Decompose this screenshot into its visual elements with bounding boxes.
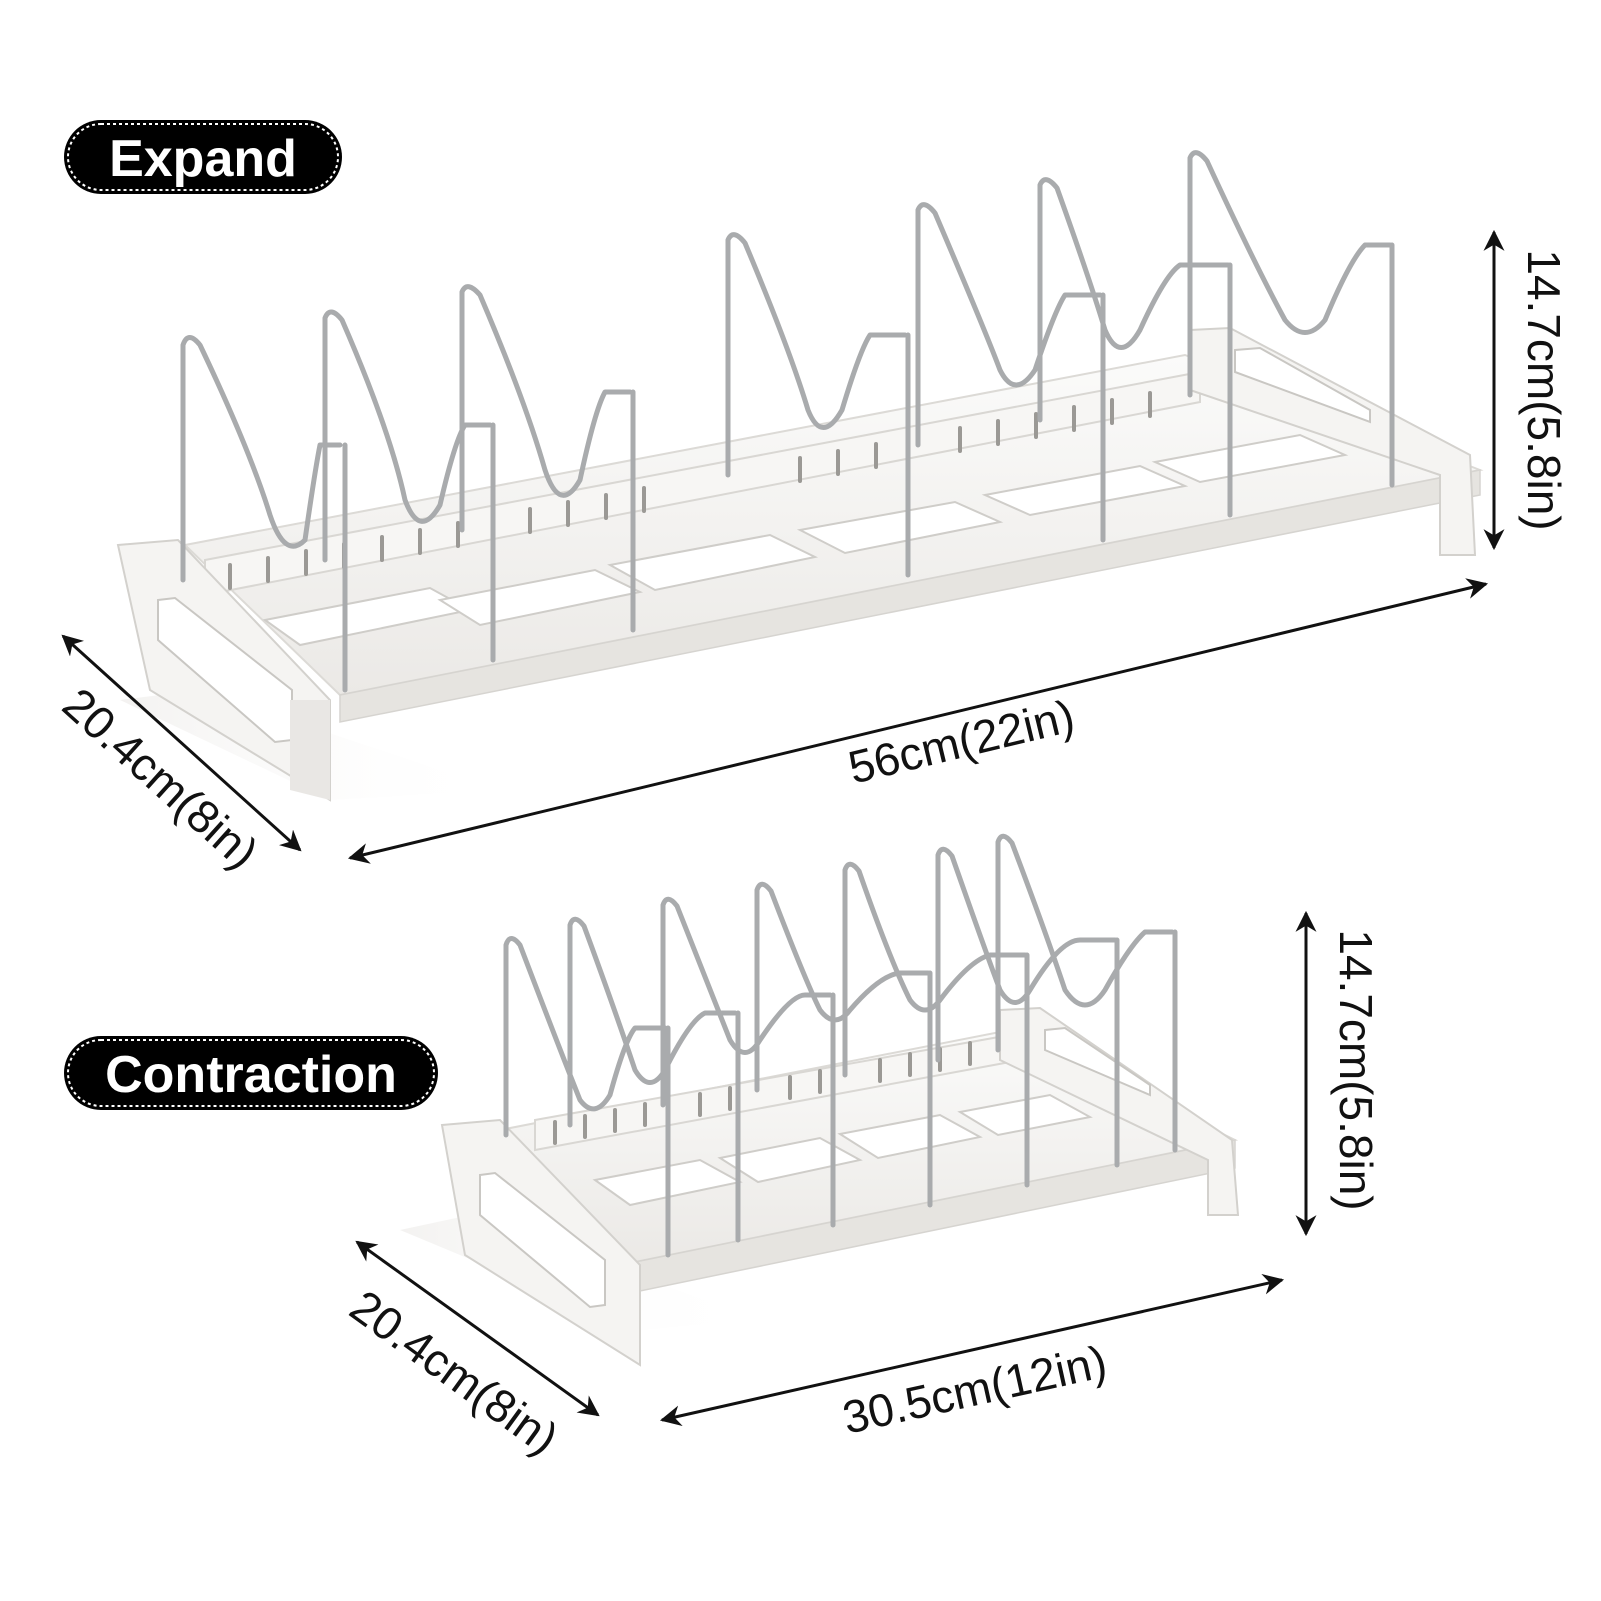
expanded-rack: [116, 150, 1484, 802]
expanded-rack-right-handle-grip: [1234, 346, 1371, 424]
contraction-label-text: Contraction: [105, 1046, 397, 1104]
expand-label-text: Expand: [109, 130, 297, 188]
expand-label: Expand: [64, 120, 342, 194]
expanded-rack-left-handle-edge: [290, 700, 330, 800]
contracted-width-label: 30.5cm(12in): [838, 1335, 1111, 1444]
expanded-height-dimension: 14.7cm(5.8in): [1483, 229, 1570, 551]
contracted-height-label: 14.7cm(5.8in): [1330, 929, 1382, 1210]
expanded-width-label: 56cm(22in): [843, 689, 1079, 793]
contracted-rack: [400, 833, 1240, 1367]
contracted-rack-slots: [553, 1041, 972, 1145]
contraction-label-pill: [64, 1036, 438, 1110]
contraction-label-border: [67, 1039, 435, 1107]
expanded-depth-arrow: [61, 634, 302, 852]
contracted-width-dimension: 30.5cm(12in): [659, 1273, 1285, 1444]
expand-label-border: [67, 123, 339, 191]
contracted-rack-wires-front: [665, 929, 1178, 1258]
expanded-rack-slots: [228, 391, 1152, 590]
contraction-label: Contraction: [64, 1036, 438, 1110]
contracted-rack-wires-back: [503, 833, 1175, 1138]
contracted-depth-label: 20.4cm(8in): [341, 1280, 568, 1465]
expanded-height-label: 14.7cm(5.8in): [1518, 249, 1570, 530]
contracted-height-dimension: 14.7cm(5.8in): [1295, 910, 1382, 1237]
expand-label-pill: [64, 120, 342, 194]
contracted-rack-right-handle-grip: [1044, 1026, 1151, 1097]
contracted-depth-arrow: [355, 1240, 600, 1417]
contracted-width-arrow: [659, 1273, 1285, 1427]
expanded-width-arrow: [347, 578, 1489, 864]
